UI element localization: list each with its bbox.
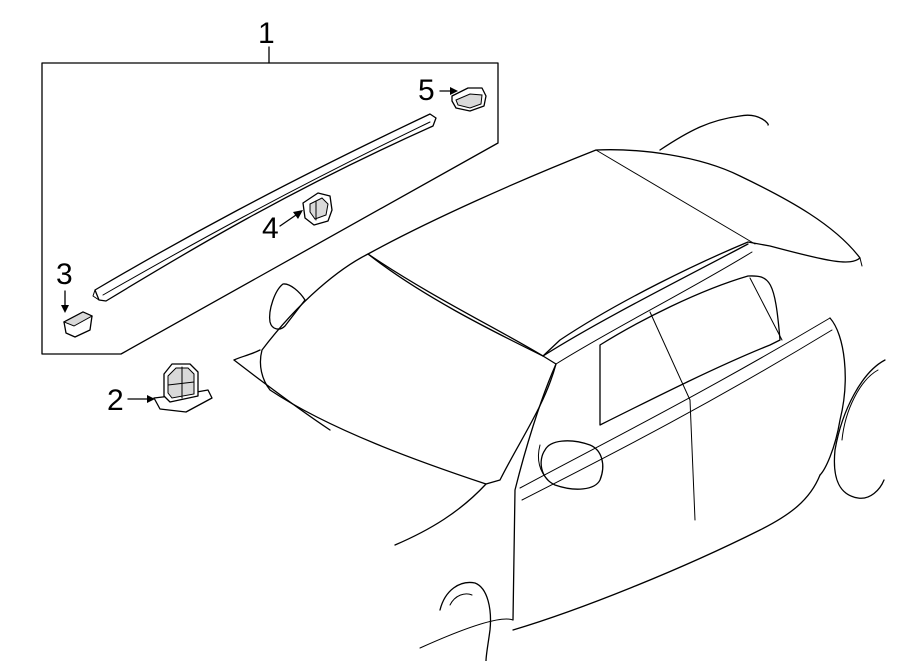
clip-part-4	[302, 192, 333, 226]
end-cap-part-5	[451, 87, 487, 112]
callout-3-arrow	[61, 305, 69, 313]
roof-molding-strip	[92, 113, 437, 302]
callout-4-label: 4	[262, 212, 279, 245]
assembly-bracket-box	[41, 62, 499, 355]
callout-3-label: 3	[56, 258, 73, 291]
vehicle-outline	[233, 114, 886, 661]
end-piece-part-3	[62, 311, 94, 338]
callout-2-arrow	[147, 395, 155, 403]
callout-2-label: 2	[107, 384, 124, 417]
callout-4-leader	[279, 214, 297, 227]
bracket-part-2	[153, 363, 213, 413]
callout-1-label: 1	[258, 17, 275, 50]
callout-5-arrow	[450, 87, 458, 95]
callout-5-label: 5	[418, 74, 435, 107]
callout-4-arrow	[293, 210, 303, 219]
